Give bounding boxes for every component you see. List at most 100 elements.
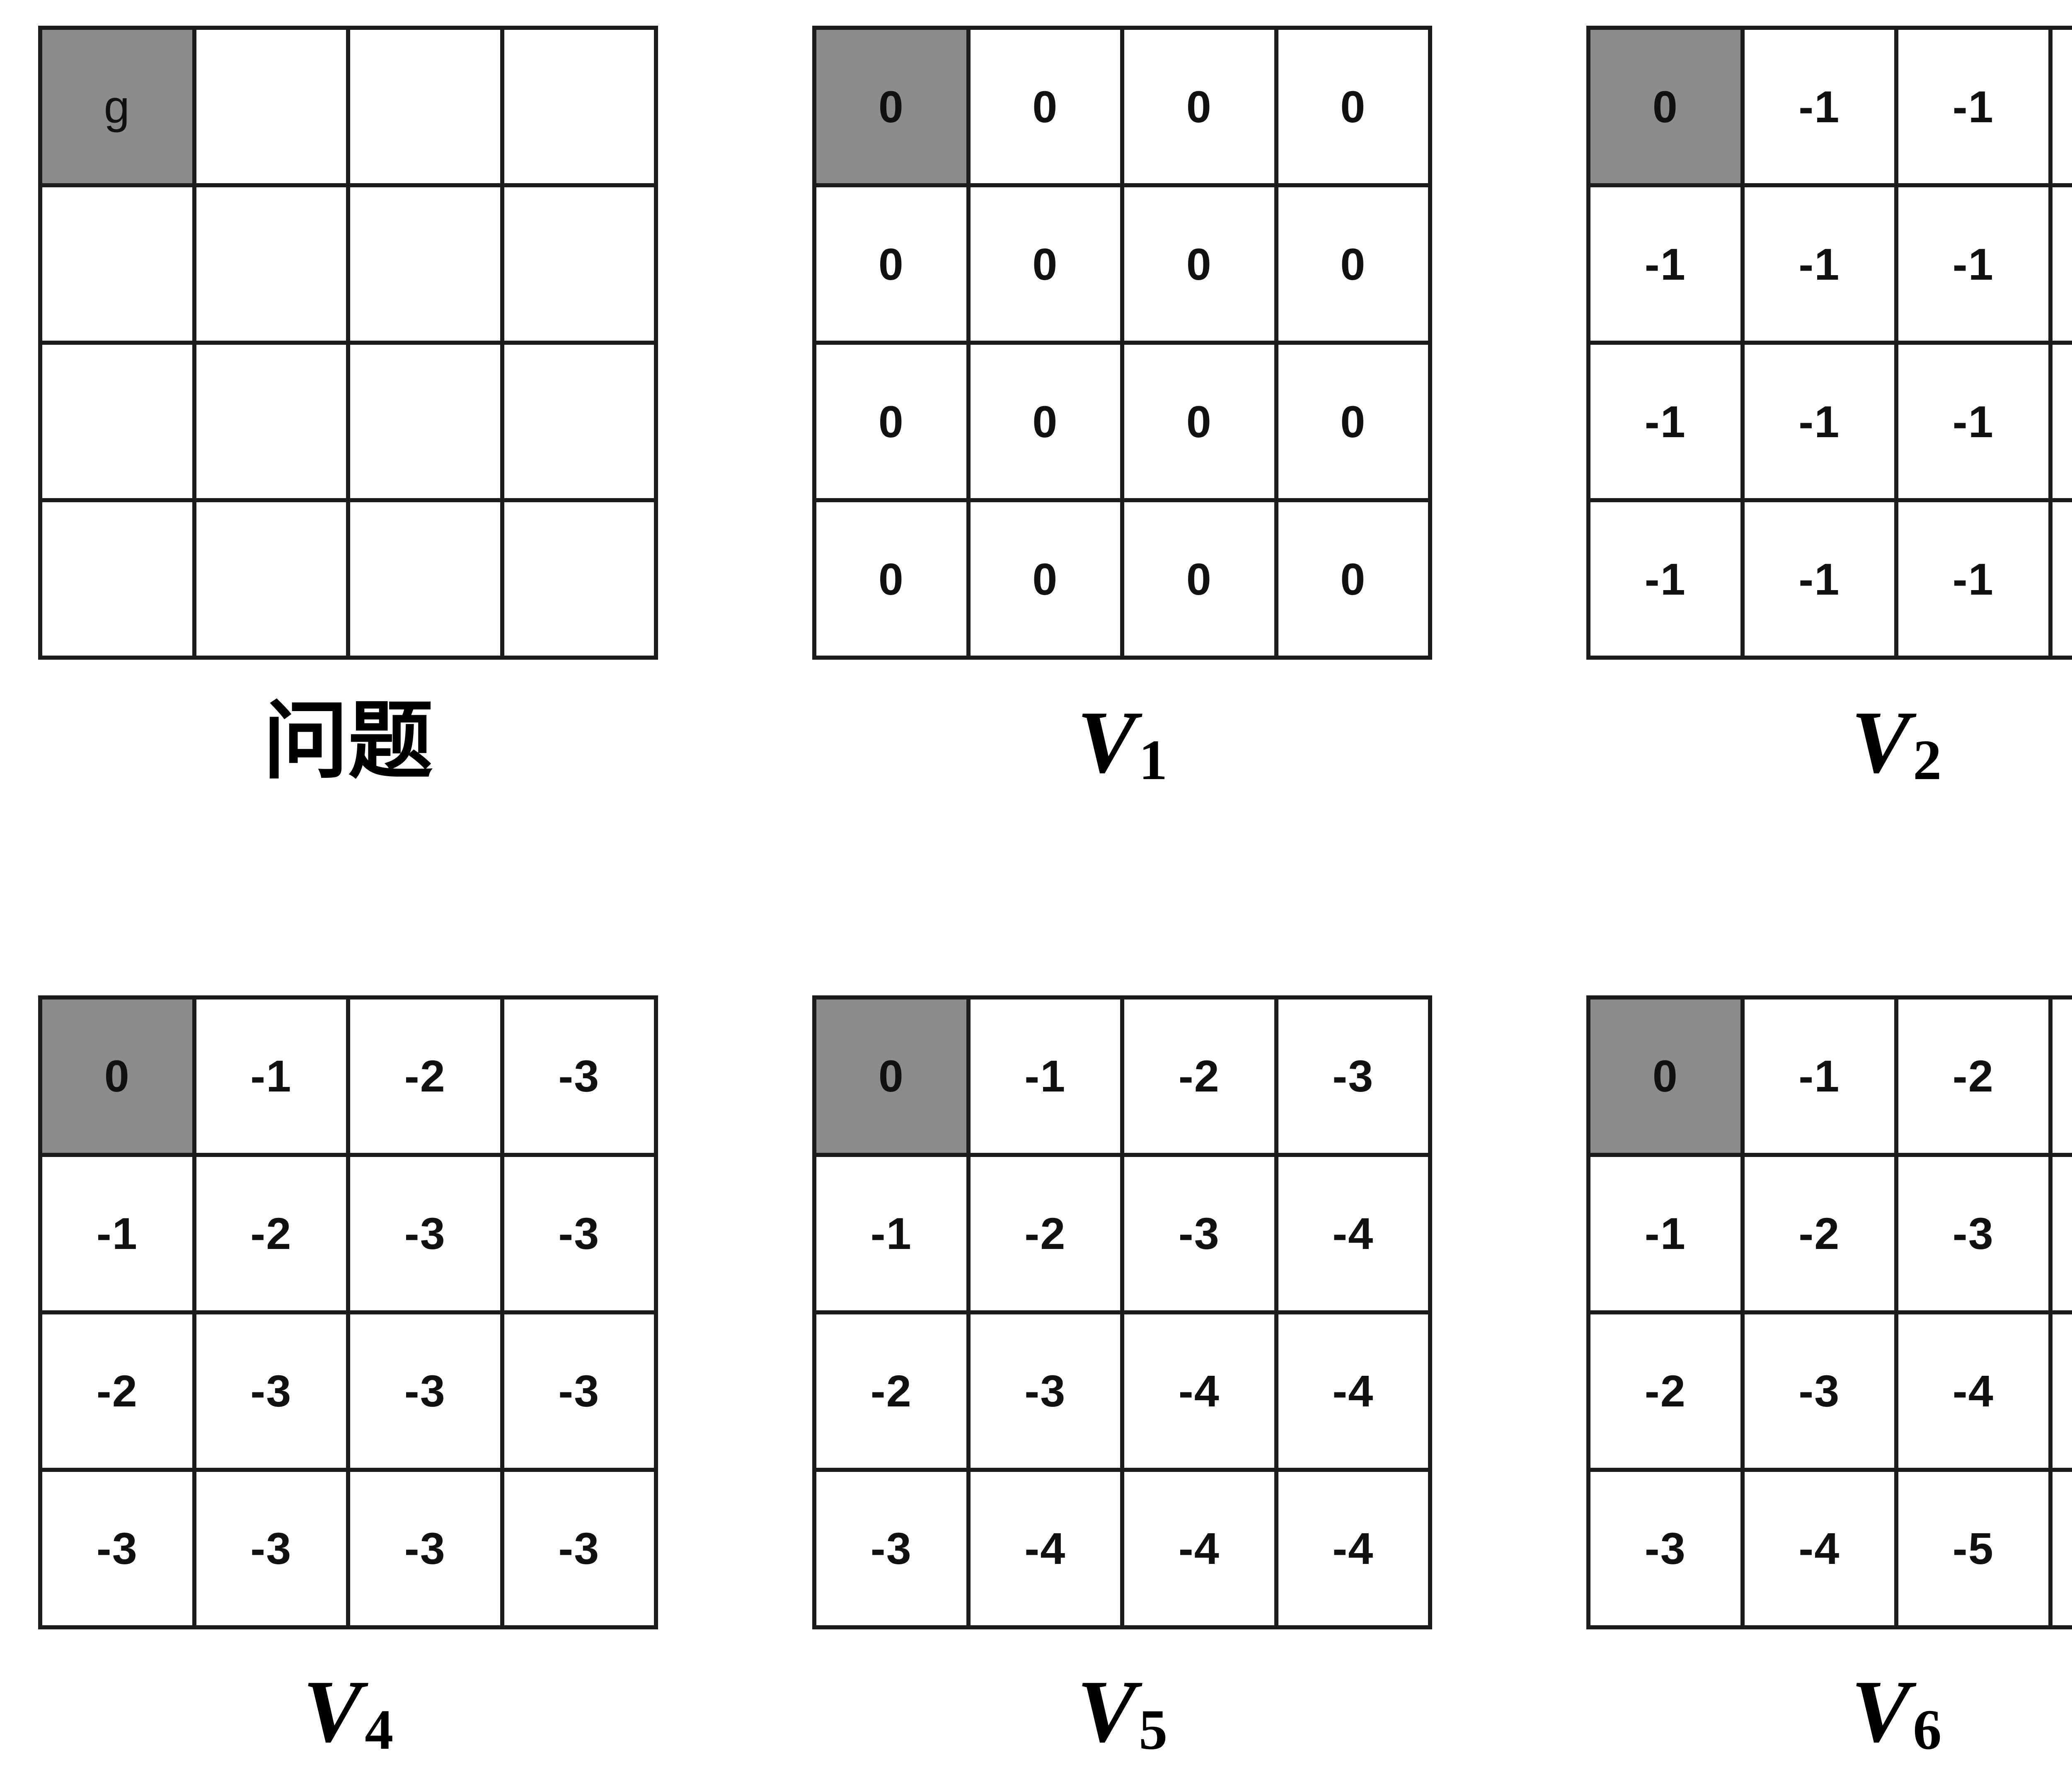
grid-cell: -3 — [504, 1471, 654, 1625]
grid-cell: 0 — [1124, 30, 1274, 183]
grid-cell — [42, 345, 192, 498]
grid-cell: -2 — [1898, 999, 2048, 1153]
caption-subscript: 6 — [1913, 1697, 1942, 1761]
grid-cell: -2 — [350, 999, 500, 1153]
grid-cell — [350, 30, 500, 183]
grid-cell — [196, 30, 346, 183]
grid-cell: 0 — [816, 502, 966, 656]
grid-cell: 0 — [1278, 502, 1428, 656]
grid-cell: -3 — [350, 1471, 500, 1625]
grid-cell: -5 — [1898, 1471, 2048, 1625]
goal-cell: g — [42, 30, 192, 183]
grid-cell: -1 — [1590, 502, 1740, 656]
grid-panel-v2: 0-1-1-1-1-1-1-1-1-1-1-1-1-1-1-1 V2 — [1586, 26, 2072, 805]
grid-cell: -4 — [1278, 1314, 1428, 1468]
grid-cell: -5 — [2052, 1314, 2072, 1468]
grid-cell: 0 — [816, 187, 966, 341]
grid-cell: -3 — [1124, 1157, 1274, 1310]
grid-cell: -1 — [2052, 502, 2072, 656]
grid-cell: -1 — [1744, 187, 1894, 341]
grid-cell — [504, 30, 654, 183]
grid-cell: -2 — [1744, 1157, 1894, 1310]
grid-cell: -3 — [504, 1314, 654, 1468]
grid-cell: -4 — [1898, 1314, 2048, 1468]
caption-symbol: V — [1851, 1662, 1911, 1761]
grid-cell: -1 — [196, 999, 346, 1153]
grid-cell: -1 — [2052, 345, 2072, 498]
grid-cell: 0 — [1278, 30, 1428, 183]
grid-cell — [350, 502, 500, 656]
grid-cell: -3 — [1744, 1314, 1894, 1468]
caption-subscript: 1 — [1139, 728, 1168, 792]
grid-panel-v6: 0-1-2-3-1-2-3-4-2-3-4-5-3-4-5-5 V6 — [1586, 995, 2072, 1774]
grid-cell: -1 — [1898, 187, 2048, 341]
grid-cell: -5 — [2052, 1471, 2072, 1625]
grid-cell: -4 — [2052, 1157, 2072, 1310]
caption-symbol: V — [1851, 692, 1911, 791]
grid-cell: -1 — [1744, 30, 1894, 183]
grid-cell — [350, 345, 500, 498]
grid-cell: 0 — [1278, 187, 1428, 341]
grid-cell: 0 — [1124, 187, 1274, 341]
grid-cell: -3 — [196, 1314, 346, 1468]
grid-cell: -2 — [42, 1314, 192, 1468]
grid-cell: 0 — [816, 345, 966, 498]
v5-grid: 0-1-2-3-1-2-3-4-2-3-4-4-3-4-4-4 — [812, 995, 1432, 1629]
caption-symbol: V — [1077, 1662, 1137, 1761]
goal-cell: 0 — [42, 999, 192, 1153]
grid-caption: 问题 — [38, 684, 658, 800]
grid-cell: -3 — [350, 1314, 500, 1468]
grid-cell — [504, 187, 654, 341]
grid-cell — [504, 345, 654, 498]
grid-cell: -4 — [1278, 1157, 1428, 1310]
grid-cell: 0 — [1124, 345, 1274, 498]
caption-symbol: V — [303, 1662, 363, 1761]
grid-cell: -3 — [504, 1157, 654, 1310]
grid-cell — [504, 502, 654, 656]
grid-cell: -1 — [1590, 187, 1740, 341]
grid-cell: -3 — [1590, 1471, 1740, 1625]
v6-grid: 0-1-2-3-1-2-3-4-2-3-4-5-3-4-5-5 — [1586, 995, 2072, 1629]
caption-subscript: 5 — [1139, 1697, 1168, 1761]
grid-cell: -2 — [816, 1314, 966, 1468]
grid-cell: -3 — [196, 1471, 346, 1625]
grid-cell: -4 — [970, 1471, 1120, 1625]
goal-cell: 0 — [1590, 999, 1740, 1153]
grid-cell: 0 — [970, 345, 1120, 498]
grid-cell: -3 — [504, 999, 654, 1153]
grid-cell — [42, 502, 192, 656]
grid-cell: -1 — [1744, 999, 1894, 1153]
grid-cell: 0 — [1124, 502, 1274, 656]
grid-cell — [196, 502, 346, 656]
v2-grid: 0-1-1-1-1-1-1-1-1-1-1-1-1-1-1-1 — [1586, 26, 2072, 660]
grid-cell: -1 — [1744, 502, 1894, 656]
goal-cell: 0 — [816, 999, 966, 1153]
grid-cell: -1 — [1898, 30, 2048, 183]
grid-cell: 0 — [970, 502, 1120, 656]
grid-cell: 0 — [970, 187, 1120, 341]
grid-cell — [196, 187, 346, 341]
caption-text: 问题 — [263, 695, 433, 789]
grid-cell: -4 — [1278, 1471, 1428, 1625]
grid-cell: -2 — [970, 1157, 1120, 1310]
grid-cell — [196, 345, 346, 498]
grid-cell: -4 — [1744, 1471, 1894, 1625]
grid-cell: -1 — [1898, 502, 2048, 656]
grid-cell: -3 — [816, 1471, 966, 1625]
grid-cell: -1 — [1590, 1157, 1740, 1310]
grid-cell: -1 — [2052, 187, 2072, 341]
grid-cell: -3 — [1278, 999, 1428, 1153]
grid-cell: -1 — [1898, 345, 2048, 498]
grid-cell — [42, 187, 192, 341]
grid-cell: -3 — [970, 1314, 1120, 1468]
grid-cell: -4 — [1124, 1314, 1274, 1468]
caption-symbol: V — [1077, 692, 1137, 791]
